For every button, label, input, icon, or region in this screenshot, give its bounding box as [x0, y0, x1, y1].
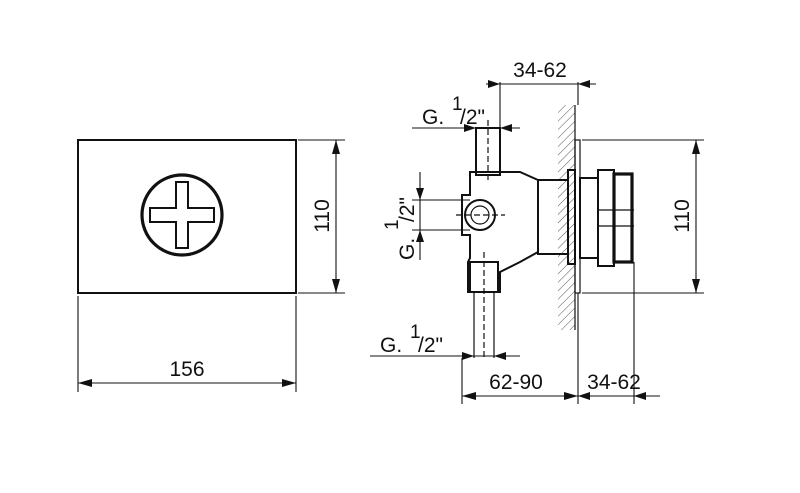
cross-handle-icon — [140, 173, 224, 257]
front-width-dimension: 156 — [77, 296, 297, 392]
front-view: 156 110 — [77, 139, 345, 392]
svg-text:G.: G. — [422, 106, 444, 129]
front-height-label: 110 — [311, 199, 334, 232]
valve-body — [456, 120, 576, 358]
left-thread-sup: 1 — [382, 219, 403, 230]
top-thread-rest: /2" — [460, 106, 485, 129]
left-thread-callout: G. 1 /2" — [382, 172, 470, 260]
wall-section — [558, 105, 575, 330]
top-thread-prefix: G. — [422, 106, 444, 129]
top-thread-callout: G. 1 /2" — [412, 94, 520, 132]
cover-plate — [77, 139, 297, 294]
top-depth-label: 34-62 — [513, 59, 567, 82]
handle-side-icon — [579, 169, 634, 267]
top-depth-dimension: 34-62 — [486, 59, 596, 128]
front-width-label: 156 — [169, 358, 204, 381]
bottom-left-dim-label: 62-90 — [489, 371, 543, 394]
side-height-dimension: 110 — [582, 139, 704, 294]
top-thread-sup: 1 — [452, 94, 463, 115]
front-height-dimension: 110 — [298, 139, 345, 294]
bottom-thread-prefix: G. — [380, 334, 402, 357]
side-view: 34-62 G. 1 /2" G. 1 /2" — [370, 59, 704, 404]
side-height-label: 110 — [671, 199, 694, 232]
bottom-dimensions: 62-90 34-62 — [461, 262, 660, 404]
bottom-right-dim-label: 34-62 — [587, 371, 641, 394]
left-thread-prefix: G. — [396, 238, 419, 260]
bottom-thread-rest: /2" — [418, 334, 443, 357]
bottom-thread-sup: 1 — [410, 322, 421, 343]
bottom-thread-callout: G. 1 /2" — [370, 322, 520, 360]
left-thread-rest: /2" — [396, 197, 419, 222]
